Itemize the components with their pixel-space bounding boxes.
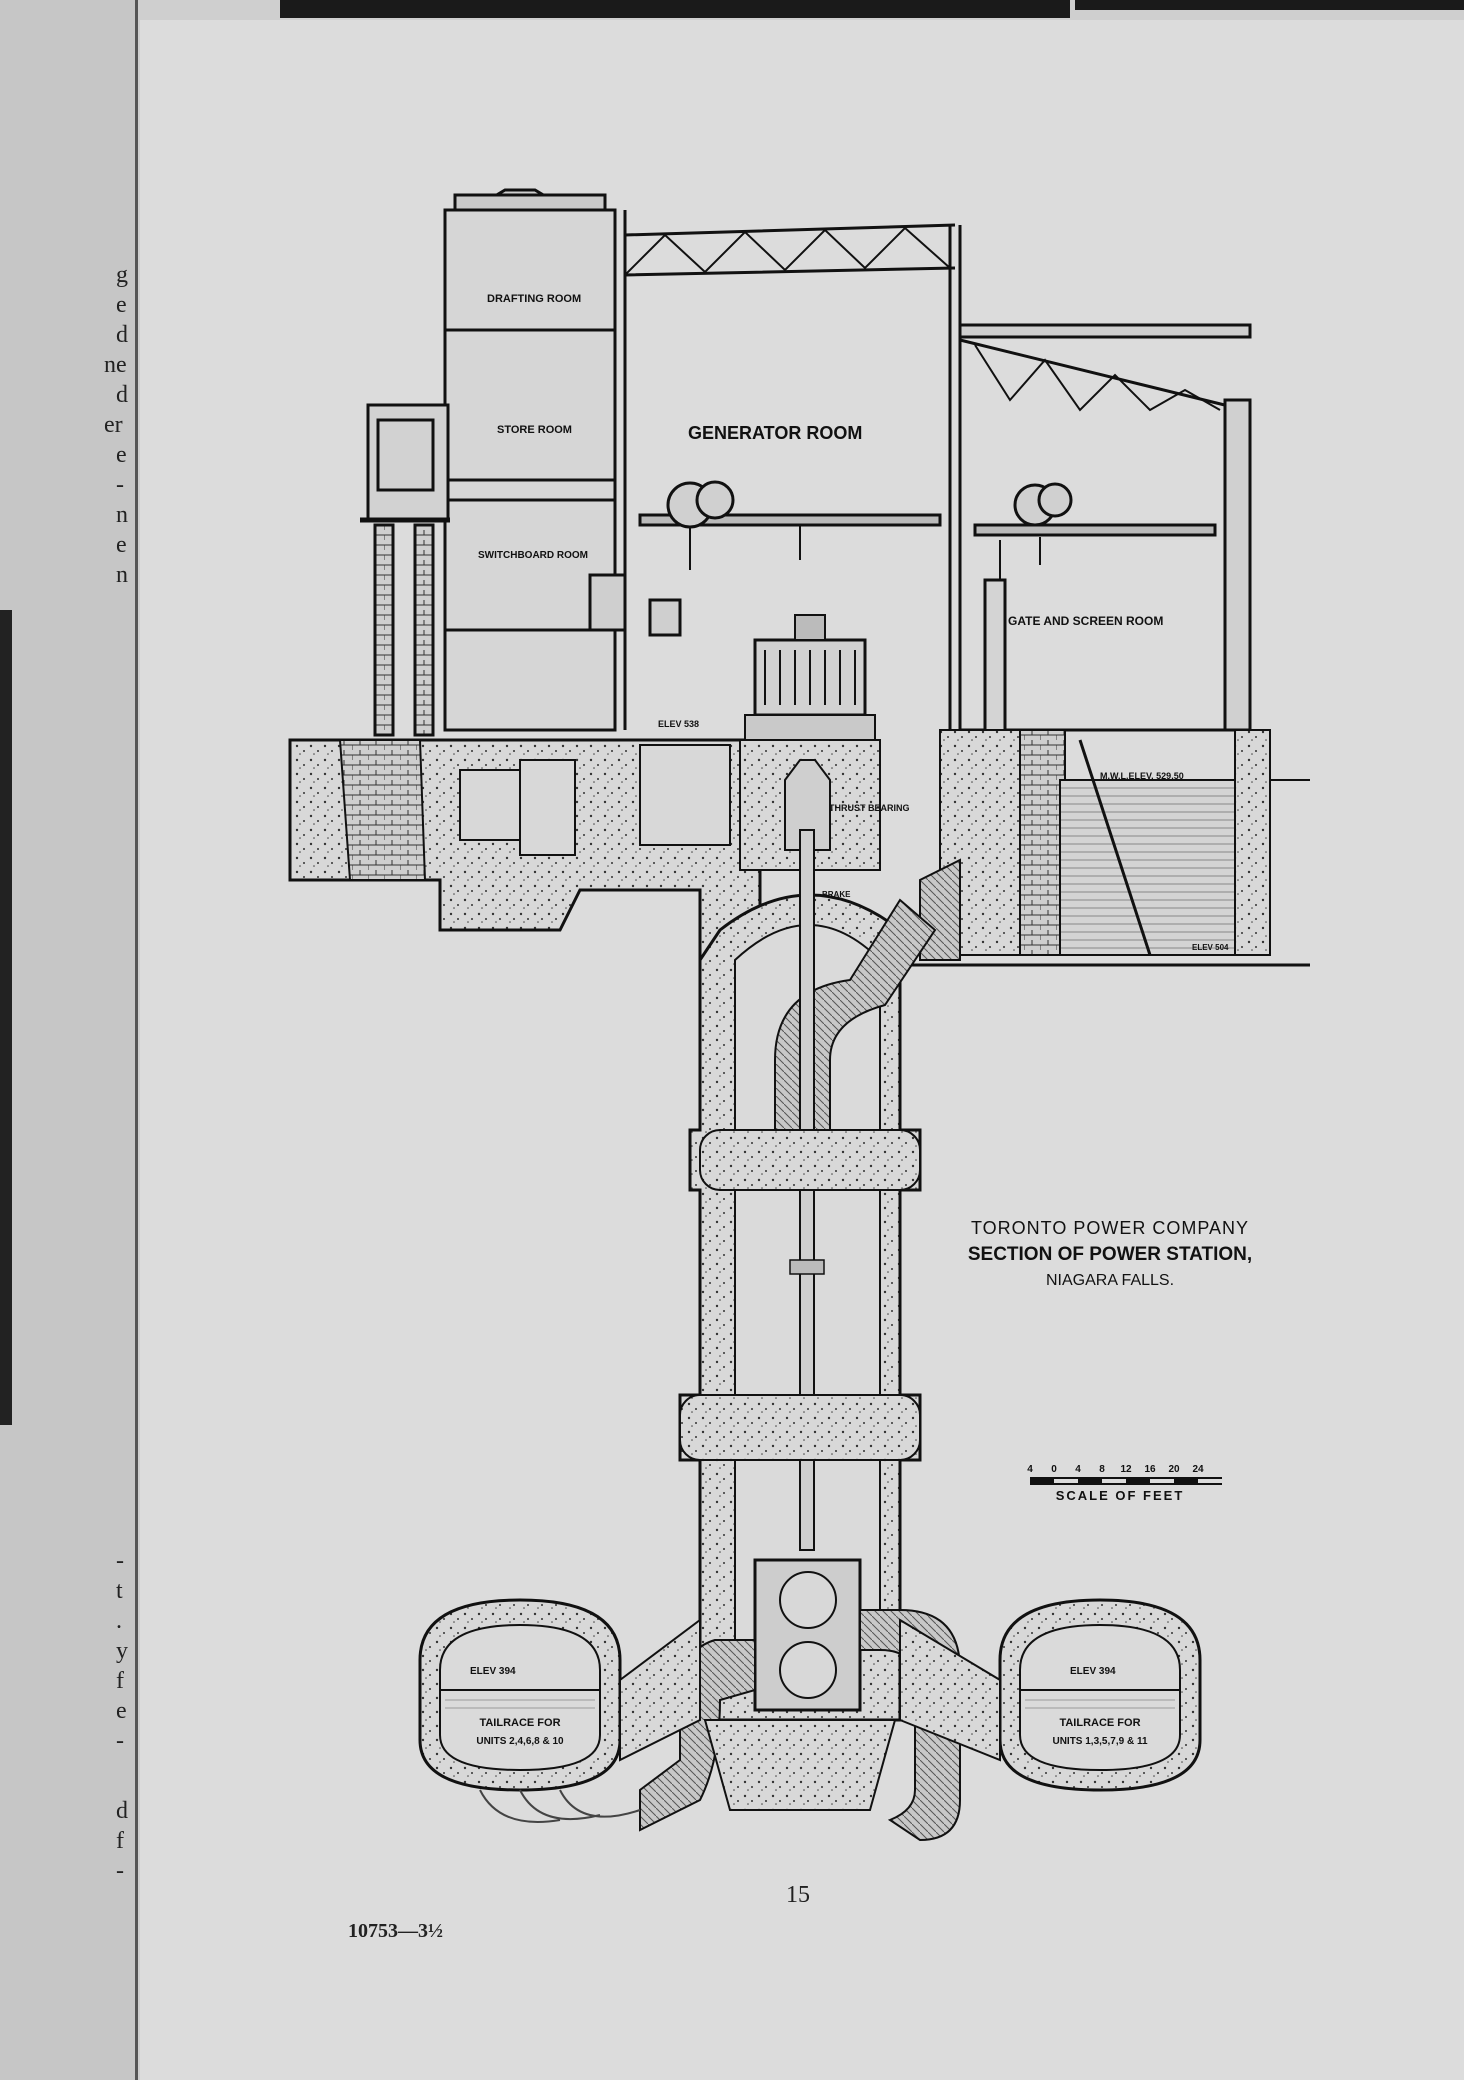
left-page-fragment: e [116, 442, 127, 468]
left-page-fragment: d [116, 322, 128, 348]
figure-title-company: TORONTO POWER COMPANY [970, 1218, 1250, 1238]
left-page-fragment: d [116, 1798, 128, 1824]
foundation-substructure [288, 614, 1310, 967]
label-elev-504: ELEV 504 [1192, 943, 1229, 952]
label-drafting-room: DRAFTING ROOM [487, 293, 581, 305]
label-elev-538: ELEV 538 [658, 719, 699, 729]
left-page-fragment: f [116, 1828, 124, 1854]
scale-tick: 12 [1120, 1464, 1132, 1475]
scale-tick: 4 [1075, 1464, 1081, 1475]
left-page-fragment: e [116, 532, 127, 558]
left-page-fragment: e [116, 292, 127, 318]
label-tailrace-left-1: TAILRACE FOR [479, 1717, 560, 1729]
left-page-fragment: - [116, 1858, 124, 1884]
scale-bar: 4 0 4 8 12 16 20 24 SCALE OF FEET [1027, 1464, 1222, 1503]
label-elev-394-left: ELEV 394 [470, 1666, 516, 1677]
left-page-fragment: e [116, 1698, 127, 1724]
print-code: 10753—3½ [348, 1920, 443, 1942]
label-gate-screen-room: GATE AND SCREEN ROOM [1008, 614, 1163, 628]
label-tailrace-right-1: TAILRACE FOR [1059, 1717, 1140, 1729]
scale-tick: 4 [1027, 1464, 1033, 1475]
figure-title-section: SECTION OF POWER STATION, [967, 1244, 1253, 1265]
label-store-room: STORE ROOM [497, 424, 572, 436]
left-page-fragment: f [116, 1668, 124, 1694]
scale-tick: 8 [1099, 1464, 1105, 1475]
scale-tick: 20 [1168, 1464, 1180, 1475]
left-page-fragment: - [116, 1728, 124, 1754]
left-page-fragment: - [116, 472, 124, 498]
left-page-dark-strip [0, 610, 12, 1425]
label-elev-394-right: ELEV 394 [1070, 1666, 1116, 1677]
label-tailrace-right-2: UNITS 1,3,5,7,9 & 11 [1052, 1736, 1147, 1747]
left-page-fragment: y [116, 1638, 128, 1664]
left-page-fragment: . [116, 1608, 122, 1634]
left-page-fragment: - [116, 1548, 124, 1574]
label-thrust-bearing: THRUST BEARING [829, 803, 910, 813]
wheel-pit-shaft [639, 829, 961, 1842]
scale-caption: SCALE OF FEET [1056, 1488, 1185, 1503]
top-dark-border-right [1075, 0, 1464, 10]
top-dark-border [280, 0, 1070, 18]
label-generator-room: GENERATOR ROOM [688, 423, 862, 443]
scale-tick: 24 [1192, 1464, 1204, 1475]
left-page-fragment: ne [104, 352, 127, 378]
left-page-fragment: er [104, 412, 123, 438]
label-mwl: M.W.L.ELEV. 529.50 [1100, 771, 1184, 781]
page-number: 15 [786, 1882, 810, 1908]
left-page-fragment: n [116, 562, 128, 588]
building-superstructure [360, 188, 1252, 842]
left-page-fragment: t [116, 1578, 123, 1604]
drawing-labels: DRAFTING ROOM STORE ROOM GENERATOR ROOM … [470, 293, 1229, 1747]
label-tailrace-left-2: UNITS 2,4,6,8 & 10 [476, 1736, 564, 1747]
left-page-fragment: g [116, 262, 128, 288]
figure-title-location: NIAGARA FALLS. [1045, 1272, 1175, 1289]
scale-tick: 0 [1051, 1464, 1057, 1475]
left-page-edge [0, 0, 138, 2080]
tailrace-tunnels [418, 1598, 1202, 1823]
left-page-fragment: n [116, 502, 128, 528]
scale-tick: 16 [1144, 1464, 1156, 1475]
label-switchboard-room: SWITCHBOARD ROOM [478, 550, 588, 561]
label-brake: BRAKE [822, 890, 851, 899]
left-page-fragment: d [116, 382, 128, 408]
